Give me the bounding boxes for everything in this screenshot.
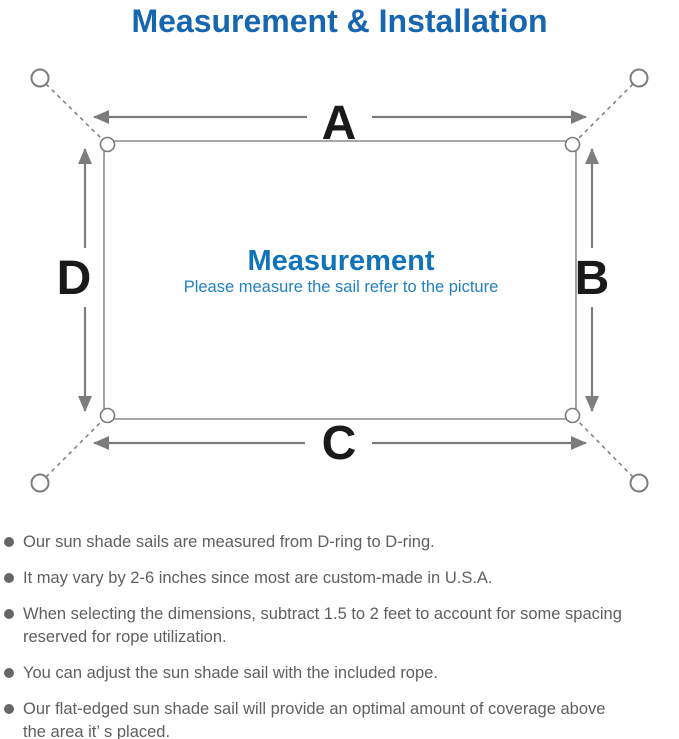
d-ring-bottom-left xyxy=(99,407,116,424)
list-item: It may vary by 2-6 inches since most are… xyxy=(0,567,679,590)
bullet-icon xyxy=(4,704,14,714)
rope-dash-top-right xyxy=(575,83,634,142)
rope-dash-bottom-right xyxy=(575,418,634,478)
d-ring-top-left xyxy=(99,136,116,153)
anchor-ring-top-left xyxy=(30,68,50,88)
dimension-label-d: D xyxy=(57,252,92,305)
anchor-ring-top-right xyxy=(629,68,649,88)
rope-dash-top-left xyxy=(45,83,105,142)
page-title: Measurement & Installation xyxy=(131,3,548,39)
list-item: When selecting the dimensions, subtract … xyxy=(0,603,679,649)
anchor-ring-bottom-left xyxy=(30,473,50,493)
bullet-icon xyxy=(4,537,14,547)
notes-list: Our sun shade sails are measured from D-… xyxy=(0,531,679,739)
note-text: Our flat-edged sun shade sail will provi… xyxy=(23,700,606,739)
list-item: Our sun shade sails are measured from D-… xyxy=(0,531,679,554)
note-text: You can adjust the sun shade sail with t… xyxy=(23,664,438,682)
note-text: It may vary by 2-6 inches since most are… xyxy=(23,569,493,587)
sail-rectangle xyxy=(103,140,577,420)
note-text: When selecting the dimensions, subtract … xyxy=(23,605,622,646)
diagram-center-title: Measurement xyxy=(248,245,435,277)
dimension-label-b: B xyxy=(575,252,610,305)
list-item: You can adjust the sun shade sail with t… xyxy=(0,662,679,685)
dimension-label-c: C xyxy=(322,417,357,470)
d-ring-top-right xyxy=(564,136,581,153)
d-ring-bottom-right xyxy=(564,407,581,424)
rope-dash-bottom-left xyxy=(45,418,105,478)
bullet-icon xyxy=(4,573,14,583)
bullet-icon xyxy=(4,668,14,678)
note-text: Our sun shade sails are measured from D-… xyxy=(23,533,435,551)
dimension-label-a: A xyxy=(322,97,357,150)
anchor-ring-bottom-right xyxy=(629,473,649,493)
measurement-diagram: A B C D Measurement Please measure the s… xyxy=(30,68,649,493)
list-item: Our flat-edged sun shade sail will provi… xyxy=(0,698,679,739)
diagram-center-subtitle: Please measure the sail refer to the pic… xyxy=(184,278,499,296)
bullet-icon xyxy=(4,609,14,619)
